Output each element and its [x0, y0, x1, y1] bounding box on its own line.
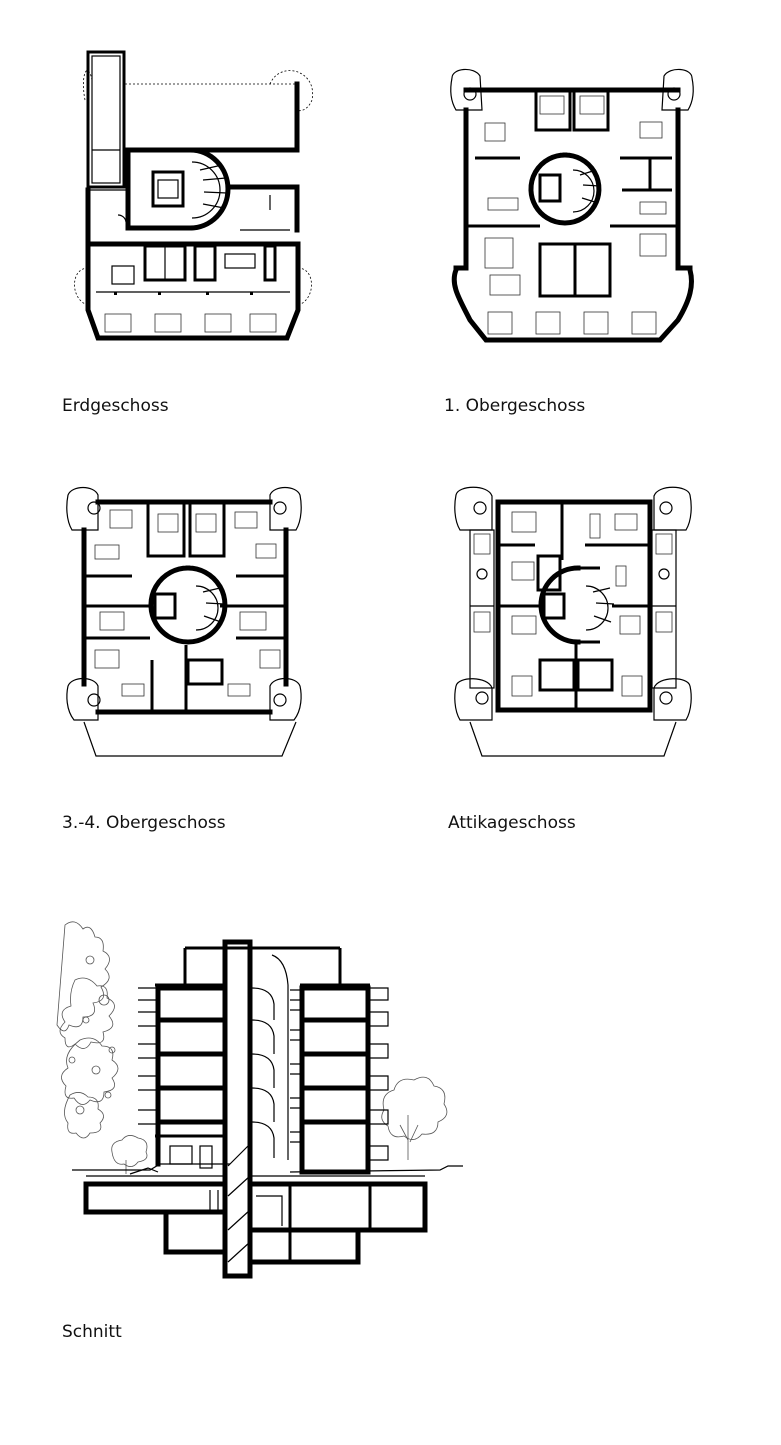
- label-erdgeschoss: Erdgeschoss: [62, 396, 169, 416]
- tree-right: [381, 1076, 448, 1160]
- label-1-obergeschoss: 1. Obergeschoss: [444, 396, 586, 416]
- plan-3-4-obergeschoss: [66, 486, 302, 757]
- label-3-4-obergeschoss: 3.-4. Obergeschoss: [62, 813, 226, 833]
- section-schnitt: [56, 921, 463, 1279]
- plan-1-obergeschoss: [450, 68, 694, 343]
- plan-erdgeschoss: [74, 50, 313, 341]
- label-attikageschoss: Attikageschoss: [448, 813, 576, 833]
- tree-left-hatch: [56, 921, 119, 1139]
- tree-small: [111, 1135, 148, 1174]
- plan-attikageschoss: [454, 486, 692, 757]
- label-schnitt: Schnitt: [62, 1322, 122, 1342]
